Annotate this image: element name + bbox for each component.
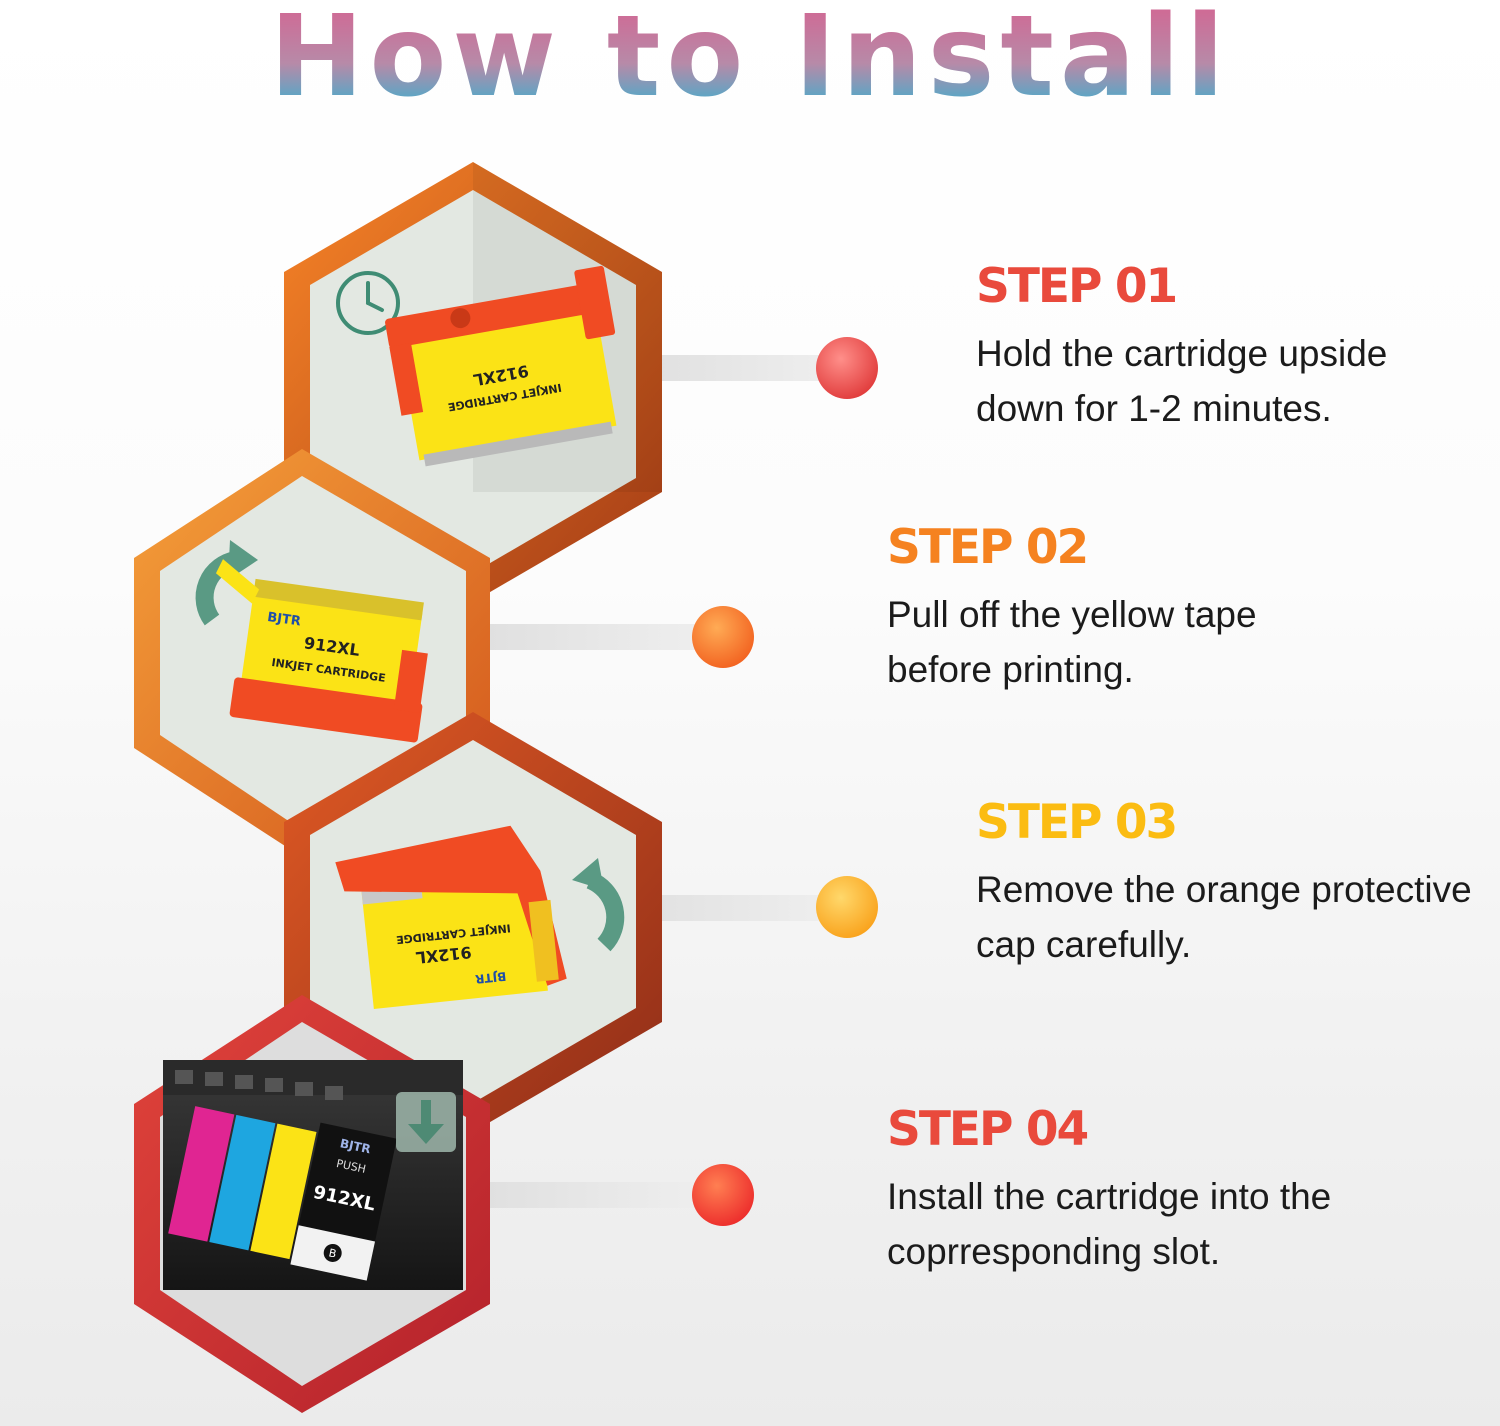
- step-2-label: STEP 02: [887, 520, 1089, 575]
- connector-line-2: [455, 624, 715, 650]
- step-3-label: STEP 03: [976, 795, 1178, 850]
- cartridge-3-brand: BJTR: [475, 969, 507, 986]
- printer-photo: BJTR PUSH 912XL B: [163, 1060, 463, 1290]
- cartridge-4-key: B: [328, 1246, 338, 1260]
- step-2-text: Pull off the yellow tape before printing…: [887, 594, 1257, 690]
- step-1-label: STEP 01: [976, 259, 1178, 314]
- page-title-graphic: How to Install: [270, 0, 1231, 122]
- clock-icon: [336, 271, 400, 335]
- step-3-hexagon: 912XL INKJET CARTRIDGE BJTR: [284, 712, 662, 1132]
- step-2-dot: [692, 606, 754, 668]
- step-4-hexagon: BJTR PUSH 912XL B: [134, 995, 490, 1413]
- insert-down-icon: [396, 1092, 456, 1152]
- step-4-label: STEP 04: [887, 1102, 1089, 1157]
- step-4-text: Install the cartridge into the coprrespo…: [887, 1176, 1332, 1272]
- cartridge-image-2: BJTR 912XL INKJET CARTRIDGE: [215, 559, 428, 743]
- rotate-arrow-icon-2: [572, 858, 625, 952]
- cartridge-4-push: PUSH: [335, 1157, 367, 1176]
- step-1-text: Hold the cartridge upside down for 1-2 m…: [976, 333, 1388, 429]
- cartridge-image-3: 912XL INKJET CARTRIDGE BJTR: [335, 825, 567, 1009]
- cartridge-4-brand: BJTR: [339, 1136, 372, 1156]
- step-3-text: Remove the orange protective cap careful…: [976, 869, 1472, 965]
- step-1-dot: [816, 337, 878, 399]
- connector-line-4: [455, 1182, 715, 1208]
- cartridge-2-brand: BJTR: [266, 610, 301, 630]
- step-4-dot: [692, 1164, 754, 1226]
- page-title: How to Install: [270, 0, 1231, 122]
- step-3-dot: [816, 876, 878, 938]
- cartridge-image-1: 912XL INKJET CARTRIDGE: [385, 265, 617, 467]
- step-1-hexagon: 912XL INKJET CARTRIDGE: [284, 162, 662, 602]
